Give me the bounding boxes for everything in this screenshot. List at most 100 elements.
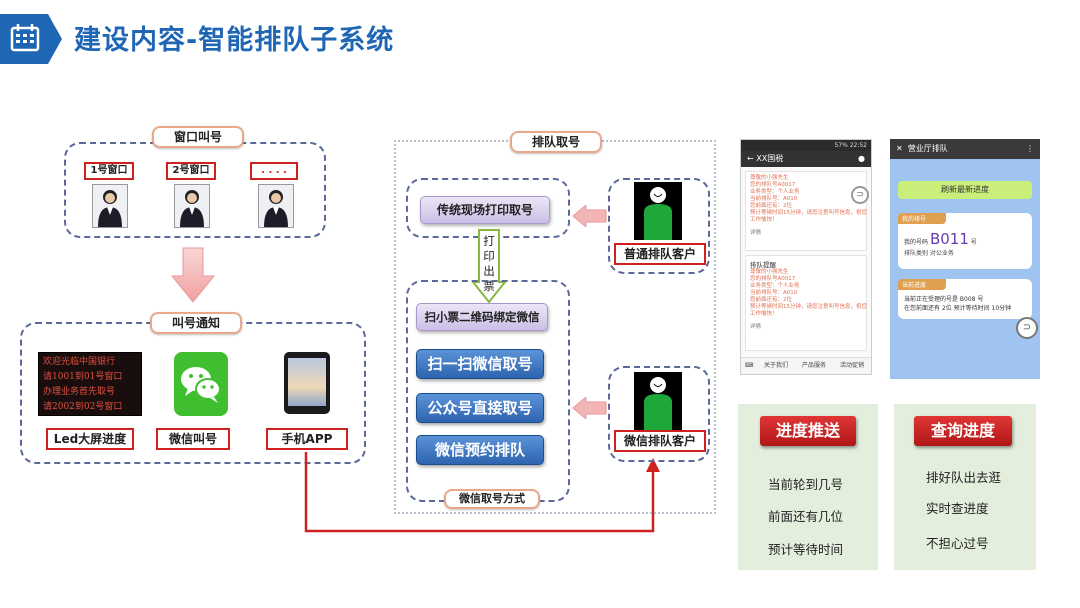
arrow-char: 印 [483, 249, 495, 263]
detail-link[interactable]: 详情 [750, 324, 762, 330]
led-line: 请1001到01号窗口 [43, 372, 123, 382]
call-notice-label: 叫号通知 [150, 312, 242, 334]
customer-icon [634, 182, 682, 240]
wechat-call-label: 微信叫号 [156, 428, 230, 450]
msg-line: 您前面还有：2位 [750, 203, 792, 209]
phone2-header: ✕ 营业厅排队 ⋮ [890, 139, 1040, 159]
msg-line: 您的排队号A0017 [750, 182, 796, 188]
msg-line: 预计等候时间15分钟，请您注意叫号信息，祝您 [750, 210, 868, 216]
phone1-header: ← XX国税 ● [741, 151, 871, 167]
card-title: 排队提醒 [750, 261, 776, 269]
tab-promotions[interactable]: 活动促销 [839, 362, 864, 369]
bind-wechat-button[interactable]: 扫小票二维码绑定微信 [416, 303, 548, 331]
led-line: 请2002到02号窗口 [43, 402, 123, 412]
my-number-value: B011 [929, 230, 969, 248]
my-number-label: 我的号码 [904, 239, 929, 246]
close-icon[interactable]: ✕ [896, 144, 903, 153]
tab-about[interactable]: 关于我们 [763, 362, 788, 369]
clerk-icon [259, 185, 293, 227]
print-ticket-button[interactable]: 传统现场打印取号 [420, 196, 550, 224]
wechat-icon [181, 367, 221, 403]
arrow-char: 票 [483, 279, 495, 293]
my-number-row: 我的号码 B011 号 [898, 230, 1032, 248]
wechat-customer-group [608, 366, 710, 462]
clerk-icon [175, 185, 209, 227]
window-1-label: 1号窗口 [84, 162, 134, 180]
calendar-icon [10, 24, 40, 52]
msg-line: 工作愉快！ [750, 311, 778, 317]
number-suffix: 号 [970, 239, 977, 246]
clerk-avatar [174, 184, 210, 228]
msg-line: 您的排队号A0017 [750, 276, 796, 282]
back-icon[interactable]: ← [747, 154, 754, 163]
msg-line: 当前排队号：A010 [750, 290, 798, 296]
window-more-label: . . . . [250, 162, 298, 180]
led-progress-label: Led大屏进度 [46, 428, 134, 450]
led-line: 办理业务首先取号 [43, 387, 116, 397]
progress-line: 在您前面还有 2位 预计等待时间 10分钟 [904, 305, 1012, 312]
page-title: 建设内容-智能排队子系统 [74, 25, 395, 56]
regular-customer-group [608, 178, 710, 274]
led-screen: 欢迎光临中国银行 请1001到01号窗口 办理业务首先取号 请2002到02号窗… [38, 352, 142, 416]
more-icon[interactable]: ⋮ [1026, 144, 1034, 153]
print-ticket-text: 打 印 出 票 [481, 234, 497, 294]
msg-line: 业务类型：个人业务 [750, 283, 800, 289]
my-queue-card: 我的排号 我的号码 B011 号 排队类别 对公业务 [898, 213, 1032, 269]
down-arrow-icon [170, 247, 216, 303]
push-panel-title: 进度推送 [760, 416, 856, 446]
push-item: 预计等待时间 [768, 542, 844, 557]
wechat-method-label: 微信取号方式 [444, 489, 540, 509]
msg-line: 业务类型：个人业务 [750, 189, 800, 195]
query-item: 不担心过号 [926, 536, 989, 551]
progress-tag: 当前进度 [898, 279, 946, 290]
official-account-button[interactable]: 公众号直接取号 [416, 393, 544, 423]
arrow-char: 出 [483, 264, 495, 278]
left-arrow-icon [572, 397, 607, 419]
print-arrow-icon [471, 229, 507, 304]
business-type: 排队类别 对公业务 [904, 250, 954, 257]
customer-icon [634, 372, 682, 430]
clerk-icon [93, 185, 127, 227]
tab-products[interactable]: 产品服务 [801, 362, 826, 369]
regular-customer-label: 普通排队客户 [614, 243, 706, 265]
detail-link[interactable]: 详情 [750, 230, 762, 236]
scan-wechat-button[interactable]: 扫一扫微信取号 [416, 349, 544, 379]
bottom-tabs: ⌨ 关于我们 产品服务 活动促销 [741, 357, 871, 374]
push-item: 前面还有几位 [768, 509, 844, 524]
clerk-avatar [92, 184, 128, 228]
refresh-progress-button[interactable]: 刷新最新进度 [898, 181, 1032, 199]
float-button-icon[interactable]: ⊃ [1016, 317, 1038, 339]
msg-line: 您前面还有：2位 [750, 297, 792, 303]
clerk-avatar [258, 184, 294, 228]
msg-line: 工作愉快！ [750, 217, 778, 223]
query-item: 实时查进度 [926, 501, 989, 516]
wechat-reserve-button[interactable]: 微信预约排队 [416, 435, 544, 465]
my-queue-tag: 我的排号 [898, 213, 946, 224]
window-2-label: 2号窗口 [166, 162, 216, 180]
query-item: 排好队出去逛 [926, 470, 1002, 485]
status-bar: 57% 22:52 [741, 140, 871, 151]
query-panel-title: 查询进度 [914, 416, 1012, 446]
arrow-char: 打 [483, 234, 495, 248]
phone-screenshot-1: 57% 22:52 ← XX国税 ● 尊敬的小强先生 您的排队号A0017 业务… [740, 139, 872, 375]
wechat-customer-label: 微信排队客户 [614, 430, 706, 452]
msg-line: 当前排队号：A010 [750, 196, 798, 202]
message-card: 排队提醒 尊敬的小强先生 您的排队号A0017 业务类型：个人业务 当前排队号：… [745, 255, 867, 351]
window-call-label: 窗口叫号 [152, 126, 244, 148]
phone-screen [288, 358, 326, 406]
message-card: 尊敬的小强先生 您的排队号A0017 业务类型：个人业务 当前排队号：A010 … [745, 171, 867, 251]
left-arrow-icon [572, 205, 607, 227]
mobile-phone-image [284, 352, 330, 414]
phone1-title: XX国税 [756, 154, 784, 163]
title-badge [0, 14, 62, 64]
msg-line: 预计等候时间15分钟，请您注意叫号信息，祝您 [750, 304, 868, 310]
wechat-logo [174, 352, 228, 416]
msg-line: 尊敬的小强先生 [750, 175, 789, 181]
phone-screenshot-2: ✕ 营业厅排队 ⋮ 刷新最新进度 我的排号 我的号码 B011 号 排队类别 对… [890, 139, 1040, 379]
phone2-title: 营业厅排队 [907, 144, 948, 153]
user-icon[interactable]: ● [858, 154, 865, 163]
keyboard-icon[interactable]: ⌨ [744, 362, 754, 369]
float-button-icon[interactable]: ⊃ [851, 186, 869, 204]
progress-card: 当前进度 当前正在受理的号是 B008 号 在您前面还有 2位 预计等待时间 1… [898, 279, 1032, 319]
